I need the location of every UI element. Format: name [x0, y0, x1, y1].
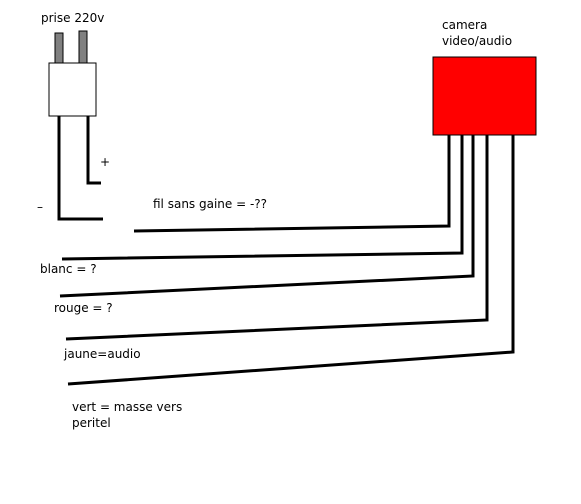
camera-wires [59, 135, 515, 386]
plug-pin-right [78, 30, 88, 64]
plus-sign: + [100, 155, 111, 169]
minus-sign: – [37, 200, 43, 214]
camera-label-line1: camera [442, 18, 488, 32]
camera-label: camera video/audio [442, 17, 512, 49]
camera-label-line2: video/audio [442, 34, 513, 48]
wire-label-jaune: jaune=audio [64, 347, 141, 361]
wire-label-vert-line1: vert = masse vers [72, 400, 183, 414]
wire-vert [67, 135, 515, 386]
plug-pin-left [54, 32, 64, 64]
plug-leads [57, 116, 103, 221]
wire-label-fil-sans-gaine: fil sans gaine = -?? [153, 197, 268, 211]
wire-blanc [61, 135, 464, 261]
wire-fil-sans-gaine [133, 135, 451, 233]
plug-label: prise 220v [41, 11, 105, 25]
plug-minus-lead [57, 116, 103, 221]
wire-rouge [59, 135, 475, 298]
wire-label-vert: vert = masse vers peritel [72, 399, 182, 431]
wire-jaune [65, 135, 489, 341]
wire-label-vert-line2: peritel [72, 416, 111, 430]
plug-body [48, 62, 97, 117]
plug-plus-lead [86, 116, 101, 185]
wire-label-rouge: rouge = ? [54, 301, 113, 315]
camera-box [432, 56, 537, 136]
wire-label-blanc: blanc = ? [40, 262, 97, 276]
